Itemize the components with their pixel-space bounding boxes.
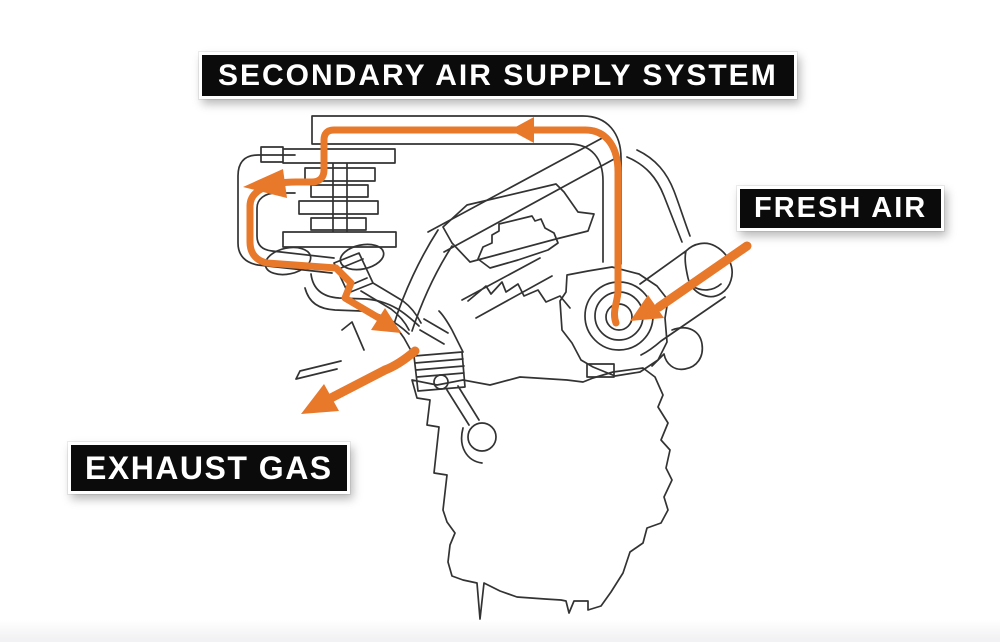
crankcase-outline xyxy=(411,367,673,620)
air-flow-overlay xyxy=(243,117,752,414)
diagram-title: SECONDARY AIR SUPPLY SYSTEM xyxy=(199,52,797,99)
diagram-title-text: SECONDARY AIR SUPPLY SYSTEM xyxy=(218,58,778,92)
intake-duct xyxy=(639,242,733,356)
intake-manifold xyxy=(442,183,595,319)
left-air-pipe xyxy=(237,154,335,274)
cylinder-head xyxy=(295,135,617,380)
fresh-air-intake-arrow xyxy=(630,295,664,321)
piston-assembly xyxy=(413,351,497,464)
exhaust-port-injection-arrow xyxy=(371,308,401,333)
crank-journal xyxy=(467,422,497,452)
wrist-pin xyxy=(433,374,449,390)
engine-line-art xyxy=(237,115,733,620)
fresh-air-label-text: FRESH AIR xyxy=(754,192,928,224)
check-valve xyxy=(333,252,422,331)
fresh-air-label: FRESH AIR xyxy=(737,186,945,231)
air-suction-valve xyxy=(260,146,420,335)
flow-exhaust-path xyxy=(324,346,420,404)
flow-fresh-air-path xyxy=(654,241,752,312)
top-pipe-flow-arrow xyxy=(510,117,534,143)
air-inlet-center xyxy=(605,303,633,331)
exhaust-gas-out-arrow xyxy=(301,384,339,414)
air-valve-outlet-arrow xyxy=(243,169,287,198)
exhaust-gas-label: EXHAUST GAS xyxy=(68,442,350,494)
top-air-pipe xyxy=(311,115,622,265)
mount-bracket xyxy=(651,326,704,371)
exhaust-gas-label-text: EXHAUST GAS xyxy=(85,449,333,486)
vacuum-tube xyxy=(626,149,691,243)
bottom-edge-shade xyxy=(0,620,1000,642)
flow-main-path xyxy=(246,126,622,327)
